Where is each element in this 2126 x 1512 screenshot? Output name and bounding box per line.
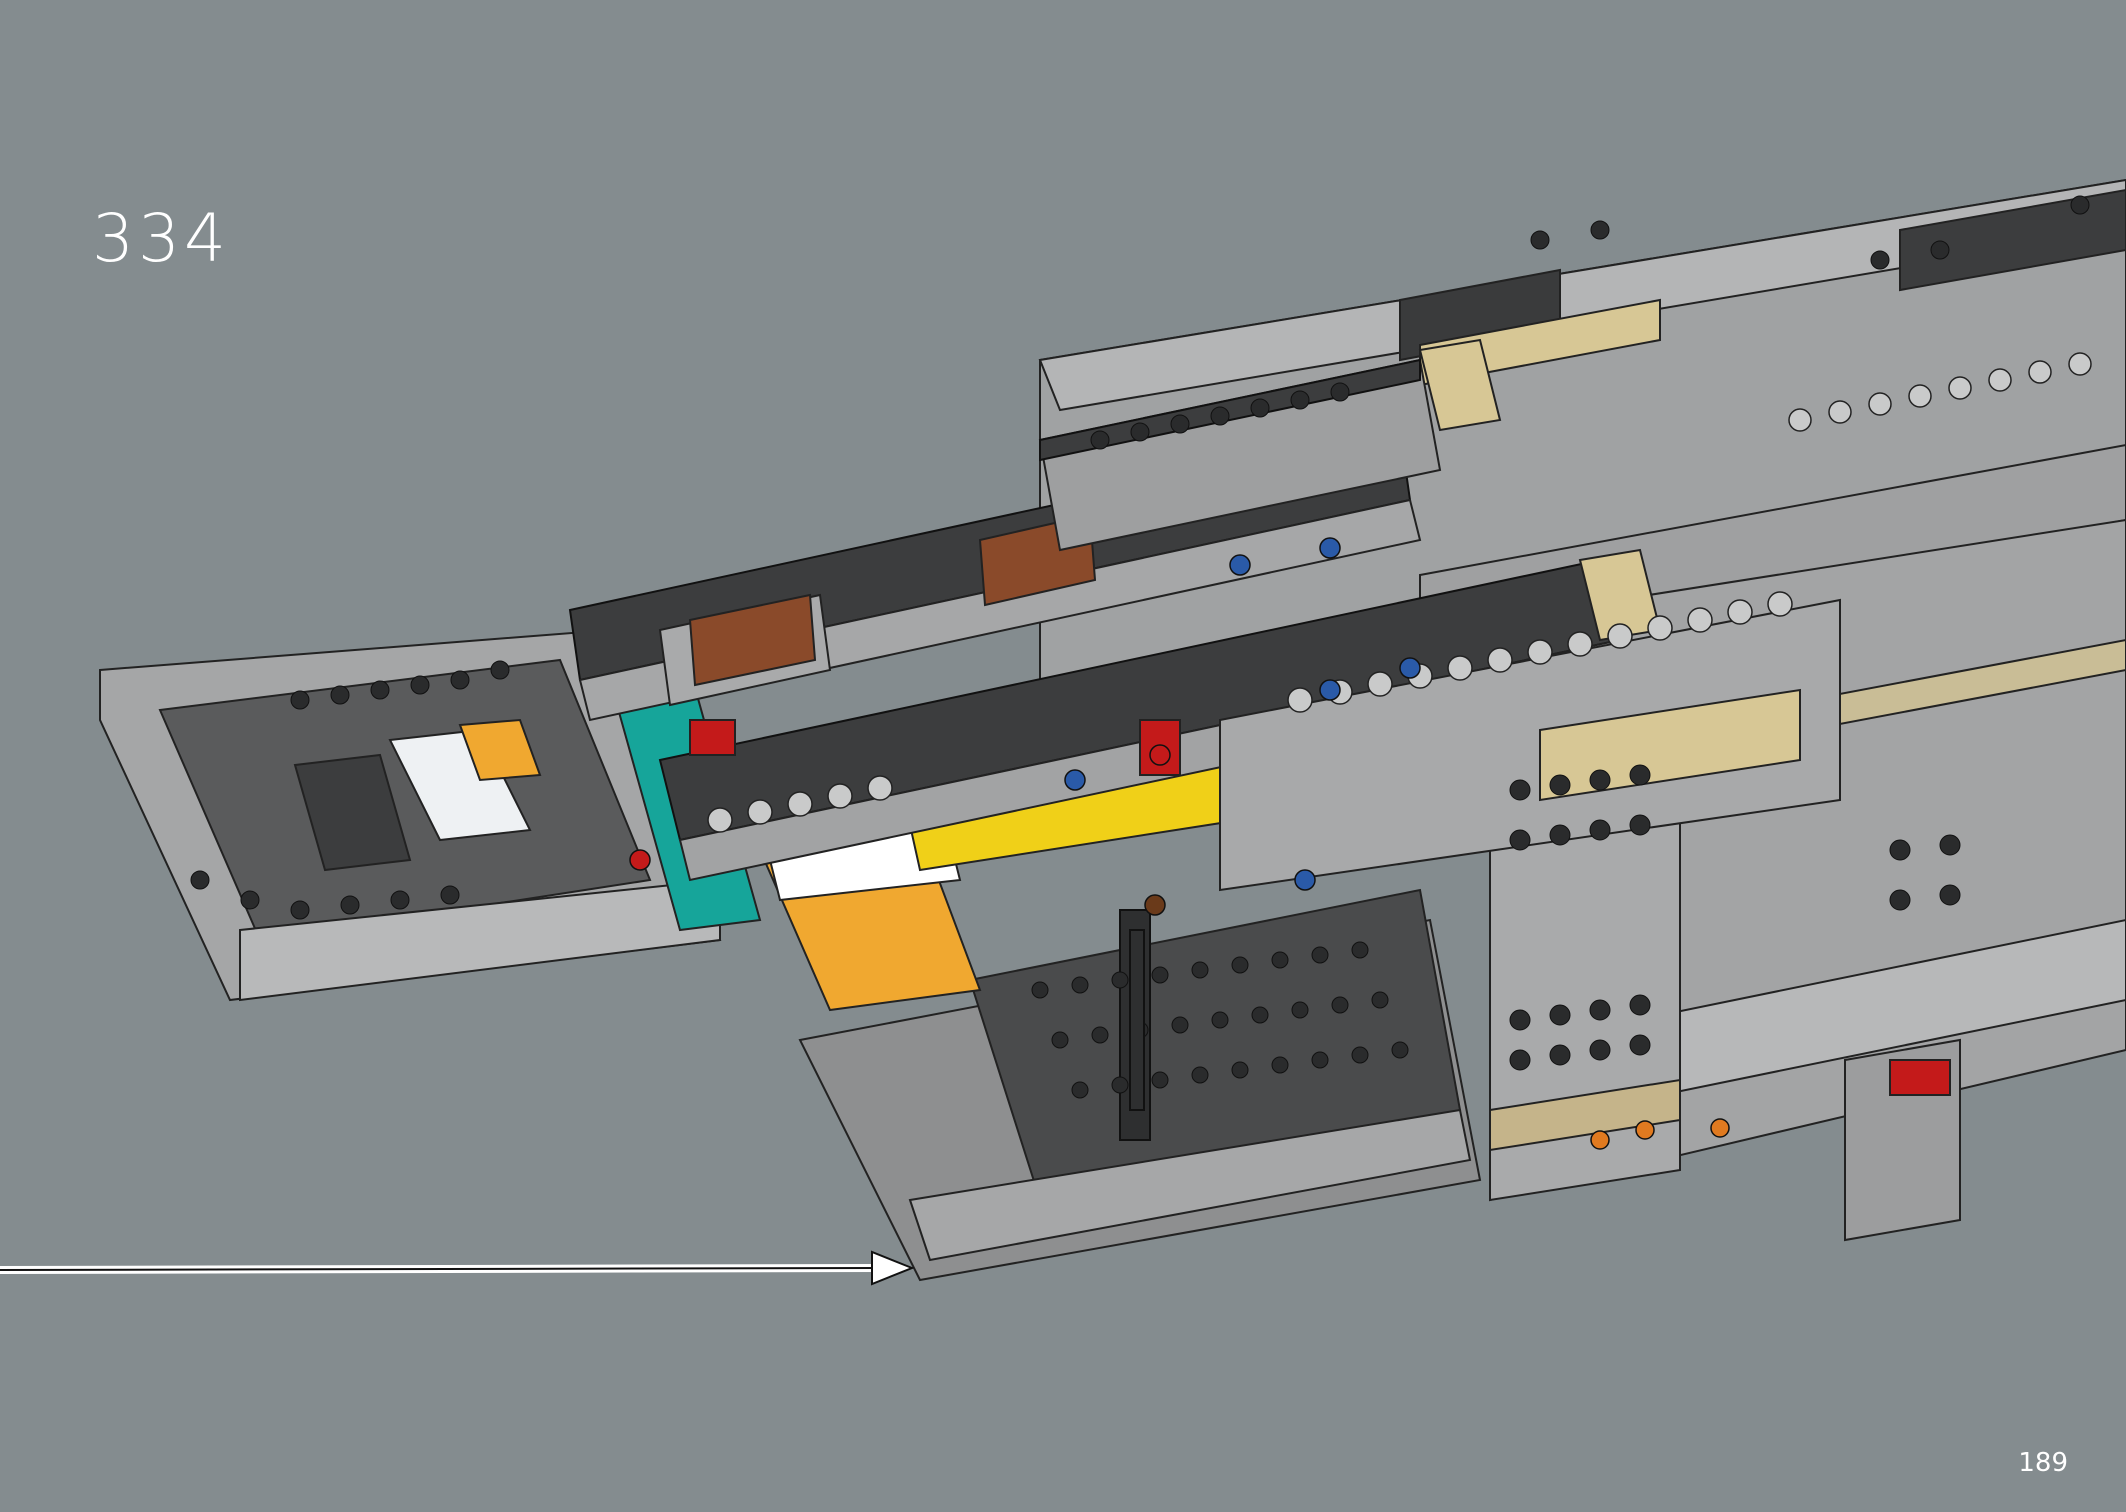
studs [190,195,2090,1099]
colored-pins [629,537,1730,1150]
step-number: 334 [92,200,230,277]
page-number: 189 [2018,1448,2068,1478]
vertical-axle [1129,929,1145,1111]
light-studs [707,352,2092,833]
callout-arrow [0,1250,915,1286]
